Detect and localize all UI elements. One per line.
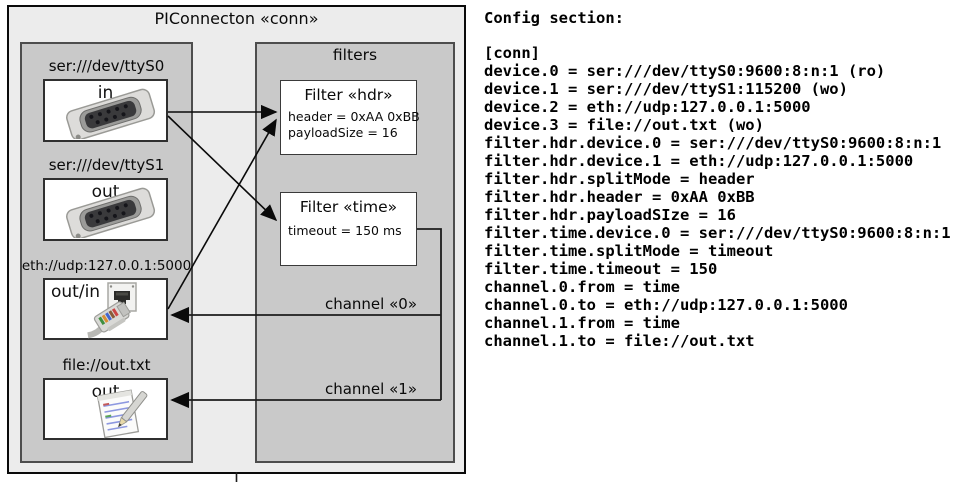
config-line: filter.hdr.device.0 = ser:///dev/ttyS0:9… (484, 134, 942, 152)
config-line: [conn] (484, 44, 540, 62)
config-line: channel.0.to = eth://udp:127.0.0.1:5000 (484, 296, 848, 314)
port-label: in (97, 83, 114, 103)
channel-0-label: channel «0» (324, 295, 417, 313)
filter-hdr-box: Filter «hdr» header = 0xAA 0xBB payloadS… (280, 80, 420, 155)
device-box-eth: out/in (43, 278, 168, 340)
device-box-ttys0: in (43, 79, 168, 142)
device-box-ttys1: out (43, 178, 168, 241)
serial-connector-icon (59, 87, 159, 139)
device-label-ttys1: ser:///dev/ttyS1 (48, 156, 165, 174)
notepad-icon (89, 387, 151, 441)
channel-1-label: channel «1» (324, 380, 417, 398)
device-label-file: file://out.txt (62, 356, 151, 374)
config-line: device.3 = file://out.txt (wo) (484, 116, 764, 134)
config-line: filter.hdr.device.1 = eth://udp:127.0.0.… (484, 152, 914, 170)
config-section: Config section: [conn] device.0 = ser://… (484, 9, 962, 350)
config-line: filter.hdr.payloadSIze = 16 (484, 206, 736, 224)
config-line: channel.0.from = time (484, 278, 680, 296)
config-line: filter.hdr.header = 0xAA 0xBB (484, 188, 755, 206)
filter-hdr-attr-payload: payloadSize = 16 (288, 125, 398, 140)
serial-connector-icon (59, 186, 159, 238)
config-heading: Config section: (484, 9, 624, 27)
config-line: channel.1.to = file://out.txt (484, 332, 755, 350)
port-label: out/in (51, 282, 101, 302)
config-line: filter.time.device.0 = ser:///dev/ttyS0:… (484, 224, 951, 242)
diagram-title: PIConnecton «conn» (154, 9, 319, 28)
config-line: filter.time.timeout = 150 (484, 260, 718, 278)
config-line: device.0 = ser:///dev/ttyS0:9600:8:n:1 (… (484, 62, 886, 80)
config-line: device.2 = eth://udp:127.0.0.1:5000 (484, 98, 811, 116)
filter-time-attr-timeout: timeout = 150 ms (288, 223, 402, 238)
device-label-ttys0: ser:///dev/ttyS0 (48, 57, 165, 75)
filter-hdr-title: Filter «hdr» (304, 86, 393, 104)
ethernet-cable-icon (78, 295, 142, 341)
filter-time-title: Filter «time» (299, 198, 398, 216)
device-box-file: out (43, 378, 168, 440)
filter-time-box: Filter «time» timeout = 150 ms (280, 192, 417, 266)
config-line: channel.1.from = time (484, 314, 680, 332)
config-line: filter.hdr.splitMode = header (484, 170, 755, 188)
config-line: filter.time.splitMode = timeout (484, 242, 774, 260)
config-line: device.1 = ser:///dev/ttyS1:115200 (wo) (484, 80, 848, 98)
filter-hdr-attr-header: header = 0xAA 0xBB (288, 109, 420, 124)
filters-panel-title: filters (332, 46, 378, 64)
device-label-eth: eth://udp:127.0.0.1:5000 (21, 258, 192, 274)
